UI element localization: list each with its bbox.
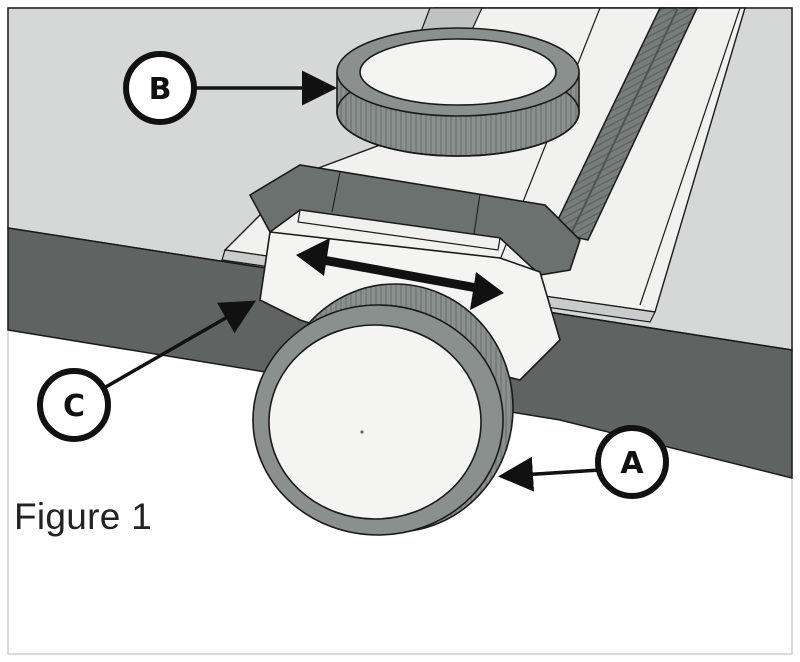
figure-caption: Figure 1	[14, 496, 152, 538]
callout-a-label: A	[620, 446, 644, 481]
callout-b-label: B	[149, 72, 172, 107]
knob-b	[337, 28, 579, 156]
callout-c-label: C	[63, 389, 85, 424]
